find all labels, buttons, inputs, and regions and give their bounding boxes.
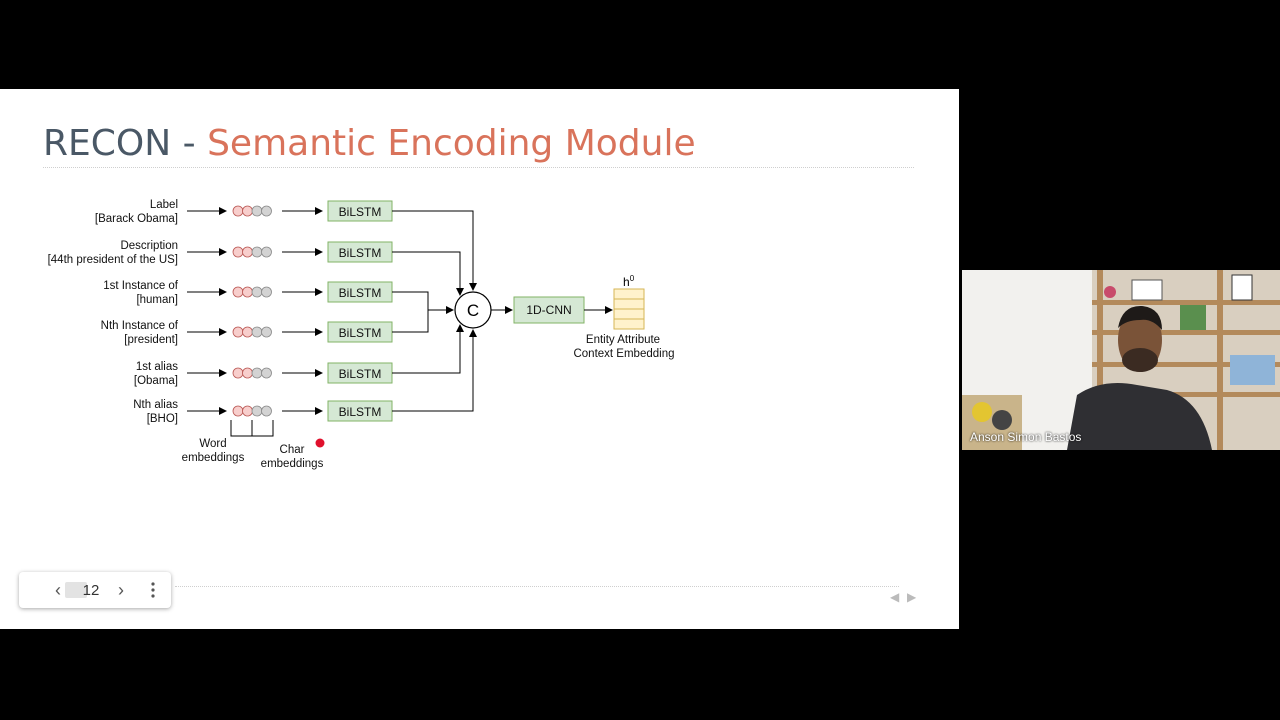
word-embedding-dot <box>232 326 244 338</box>
cnn-label: 1D-CNN <box>526 303 571 317</box>
input-label-line2: [human] <box>136 294 178 306</box>
word-embedding-dot <box>242 405 253 417</box>
connector-arrow <box>392 324 464 374</box>
architecture-diagram: Label [Barack Obama] BiLSTM Description [44t… <box>48 199 675 470</box>
bilstm-label: BiLSTM <box>339 326 382 340</box>
bilstm-label: BiLSTM <box>339 205 382 219</box>
slide-title: RECON - Semantic Encoding Module <box>43 123 696 164</box>
char-embedding-dot <box>251 326 263 338</box>
input-label-line1: Description <box>120 240 178 252</box>
word-legend-line1: Word <box>199 438 226 450</box>
word-embedding-dot <box>242 286 253 298</box>
chevron-left-icon[interactable]: ‹ <box>55 579 61 600</box>
input-label-line2: [president] <box>124 334 178 346</box>
connector-arrow <box>392 210 477 291</box>
input-label-line1: Label <box>150 199 178 211</box>
laser-pointer-dot <box>315 438 325 448</box>
char-embedding-dot <box>251 246 263 258</box>
char-embedding-dot <box>251 286 263 298</box>
input-label-line2: [Barack Obama] <box>95 213 178 225</box>
input-label-line1: Nth alias <box>133 399 178 411</box>
char-embedding-dot <box>251 405 263 417</box>
word-embedding-dot <box>232 205 244 217</box>
word-embedding-dot <box>232 367 244 379</box>
bilstm-label: BiLSTM <box>339 286 382 300</box>
word-embedding-dot <box>242 367 253 379</box>
footer-divider <box>175 586 899 587</box>
word-embedding-dot <box>232 246 244 258</box>
input-label-line1: Nth Instance of <box>101 320 179 332</box>
participant-video-frame <box>962 270 1280 450</box>
connector-arrow <box>392 251 464 296</box>
output-embedding <box>613 288 645 330</box>
char-embedding-dot <box>261 246 272 258</box>
more-vert-icon[interactable] <box>139 572 167 608</box>
title-part2: Semantic Encoding Module <box>207 123 696 164</box>
participant-video: Anson Simon Bastos <box>962 270 1280 450</box>
word-embedding-dot <box>242 326 253 338</box>
slide: RECON - Semantic Encoding Module Label [B… <box>0 89 959 629</box>
char-legend-line2: embeddings <box>261 458 324 470</box>
input-label-line2: [44th president of the US] <box>48 254 178 266</box>
char-legend-line1: Char <box>280 444 305 456</box>
title-separator: - <box>182 123 196 164</box>
char-embedding-dot <box>261 286 272 298</box>
bilstm-label: BiLSTM <box>339 246 382 260</box>
input-label-line2: [Obama] <box>134 375 178 387</box>
input-label-line2: [BHO] <box>147 413 178 425</box>
concat-label: C <box>467 301 479 320</box>
output-caption-line1: Entity Attribute <box>586 334 660 346</box>
char-embedding-dot <box>261 405 272 417</box>
char-embedding-dot <box>261 205 272 217</box>
word-embedding-dot <box>242 205 253 217</box>
char-embedding-dot <box>251 367 263 379</box>
next-slide-arrow-icon[interactable]: ▶ <box>907 590 917 604</box>
slide-pager: ‹ 12 › <box>19 572 171 608</box>
participant-name: Anson Simon Bastos <box>970 430 1082 444</box>
word-embedding-bracket <box>230 420 274 437</box>
word-legend-line2: embeddings <box>182 452 245 464</box>
prev-slide-arrow-icon[interactable]: ◀ <box>890 590 900 604</box>
bilstm-label: BiLSTM <box>339 367 382 381</box>
char-embedding-dot <box>251 205 263 217</box>
connector-arrow <box>392 329 477 412</box>
char-embedding-dot <box>261 326 272 338</box>
input-label-line1: 1st alias <box>136 361 178 373</box>
char-embedding-dot <box>261 367 272 379</box>
page-number-field[interactable]: 12 <box>61 578 121 602</box>
output-caption-line2: Context Embedding <box>573 348 674 360</box>
input-label-line1: 1st Instance of <box>103 280 179 292</box>
page-number: 12 <box>82 581 100 599</box>
title-divider <box>43 167 914 168</box>
bilstm-label: BiLSTM <box>339 405 382 419</box>
output-label: h0 <box>623 274 635 289</box>
title-part1: RECON <box>43 123 172 164</box>
connector-arrow <box>392 291 454 314</box>
chevron-right-icon[interactable]: › <box>118 579 124 600</box>
word-embedding-dot <box>232 286 244 298</box>
word-embedding-dot <box>232 405 244 417</box>
word-embedding-dot <box>242 246 253 258</box>
connector-line <box>392 310 429 333</box>
